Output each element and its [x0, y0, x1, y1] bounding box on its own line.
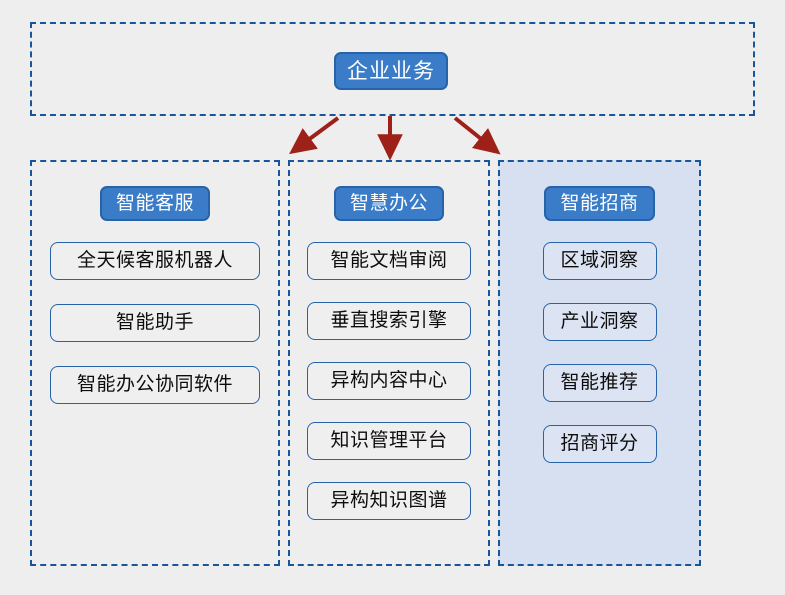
list-item[interactable]: 垂直搜索引擎 — [307, 302, 471, 340]
list-item[interactable]: 区域洞察 — [542, 242, 657, 280]
list-item[interactable]: 异构内容中心 — [307, 362, 471, 400]
arrow-to-intelligent-investment-line — [453, 116, 501, 155]
column-header-intelligent-investment[interactable]: 智能招商 — [544, 186, 655, 221]
column-content: 智慧办公 智能文档审阅 垂直搜索引擎 异构内容中心 知识管理平台 异构知识图谱 — [290, 162, 488, 542]
column-header-smart-office[interactable]: 智慧办公 — [333, 186, 444, 221]
column-intelligent-investment: 智能招商 区域洞察 产业洞察 智能推荐 招商评分 — [498, 160, 701, 566]
arrow-to-intelligent-service-line — [289, 116, 340, 155]
column-header-intelligent-customer-service[interactable]: 智能客服 — [99, 186, 210, 221]
column-intelligent-customer-service: 智能客服 全天候客服机器人 智能助手 智能办公协同软件 — [30, 160, 280, 566]
column-content: 智能招商 区域洞察 产业洞察 智能推荐 招商评分 — [500, 162, 699, 486]
list-item[interactable]: 招商评分 — [542, 425, 657, 463]
list-item[interactable]: 异构知识图谱 — [307, 482, 471, 520]
list-item[interactable]: 产业洞察 — [542, 303, 657, 341]
root-node-enterprise-business[interactable]: 企业业务 — [334, 52, 448, 90]
list-item[interactable]: 知识管理平台 — [307, 422, 471, 460]
list-item[interactable]: 全天候客服机器人 — [50, 242, 260, 280]
list-item[interactable]: 智能办公协同软件 — [50, 366, 260, 404]
column-content: 智能客服 全天候客服机器人 智能助手 智能办公协同软件 — [32, 162, 278, 428]
root-panel — [30, 22, 755, 116]
list-item[interactable]: 智能推荐 — [542, 364, 657, 402]
column-smart-office: 智慧办公 智能文档审阅 垂直搜索引擎 异构内容中心 知识管理平台 异构知识图谱 — [288, 160, 490, 566]
list-item[interactable]: 智能助手 — [50, 304, 260, 342]
list-item[interactable]: 智能文档审阅 — [307, 242, 471, 280]
